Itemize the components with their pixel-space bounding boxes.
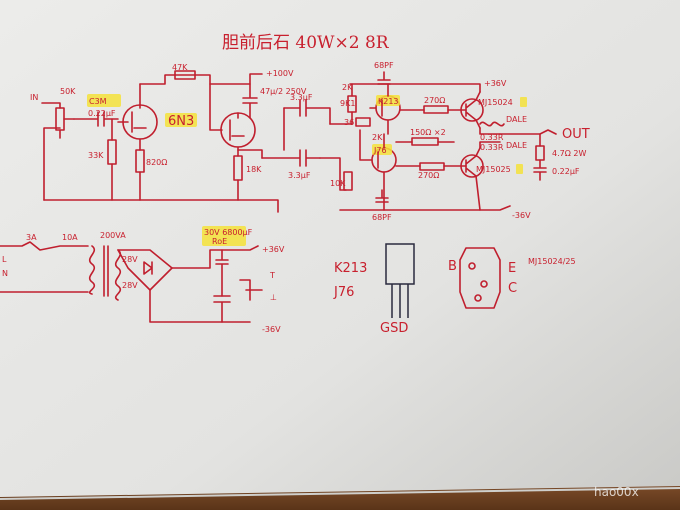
secondary-a: 28V [122, 255, 138, 264]
r-9k1-value: 9K1 [340, 99, 355, 108]
output-label: OUT [562, 127, 590, 142]
cathode-res2-value: 18K [246, 165, 262, 174]
pin-b: B [448, 259, 457, 274]
r-emitter-top-value: 0.33R [480, 133, 504, 142]
pinout-j76: J76 [333, 285, 354, 300]
j76-highlight [372, 144, 392, 155]
psu-cap-bot [213, 295, 231, 323]
output-coil [479, 121, 505, 127]
psu-note-highlight [202, 226, 246, 246]
filter-cap-value: 47μ/2 250V [260, 87, 307, 96]
grid-res-value: 33K [88, 151, 104, 160]
psu-neg-label: -36V [262, 325, 281, 334]
mains-n: N [2, 269, 8, 278]
to3-package [459, 247, 501, 309]
zobel-c-value: 0.22μF [552, 167, 580, 176]
r-10k [343, 171, 353, 191]
cap-brand-highlight [87, 94, 121, 107]
tube-type-highlight [165, 113, 197, 127]
coil-label-2: DALE [506, 141, 527, 150]
mosfet-n-label: K213 [378, 97, 399, 106]
mosfet-p-label: J76 [373, 146, 387, 155]
r-10k-value: 10K [330, 179, 346, 188]
cathode-res-value: 820Ω [146, 158, 167, 167]
plate-supply: +100V [266, 69, 294, 78]
r-emitter-bot-value: 0.33R [480, 143, 504, 152]
neg-rail [339, 205, 511, 211]
psu-cap-top [215, 249, 229, 297]
output-stage: 3.3μF 3.3μF +36V -36V 2K 9K1 36 2K 68PF … [261, 61, 590, 222]
trans-bot-label: MJ15025 [476, 165, 511, 174]
psu-tap-2: ⊥ [270, 293, 277, 302]
psu-tap-1: T [269, 271, 275, 280]
transformer-value: 200VA [100, 231, 126, 240]
cap-68pf-bot-value: 68PF [372, 213, 392, 222]
paper-edge [0, 487, 680, 500]
cap-brand: C3M [89, 97, 107, 106]
transformer-primary [88, 245, 96, 295]
input-cap-value: 0.22μF [88, 109, 116, 118]
pinout-section: K213 J76 GSD B E C MJ15024/25 [333, 243, 576, 336]
bjt-mj15025 [460, 154, 484, 178]
pos-rail [349, 83, 481, 93]
plate-resistor [174, 70, 196, 80]
pot-value: 50K [60, 87, 76, 96]
ground-rail [43, 199, 279, 213]
plate-res-value: 47K [172, 63, 188, 72]
schematic-title: 胆前后石 40W×2 8R [222, 33, 390, 53]
transformer-secondary [114, 249, 122, 301]
bjt-type-label: MJ15024/25 [528, 257, 576, 266]
watermark: hao00x [594, 485, 639, 499]
input-capacitor [73, 111, 119, 127]
coil-label: DALE [506, 115, 527, 124]
r-gate-bot-value: 270Ω [418, 171, 439, 180]
mains-l: L [2, 255, 7, 264]
trans-top-label: MJ15024 [478, 98, 513, 107]
switch-value: 10A [62, 233, 78, 242]
cap-68pf-top-value: 68PF [374, 61, 394, 70]
zobel-r-value: 4.7Ω 2W [552, 149, 586, 158]
power-supply: L N 3A 10A 200VA 28V 28V 30V 6800μF RoE … [0, 226, 285, 334]
secondary-b: 28V [122, 281, 138, 290]
bridge-rectifier [117, 249, 173, 291]
neg-rail-label: -36V [512, 211, 531, 220]
tube-type: 6N3 [168, 114, 194, 129]
input-label: IN [30, 93, 38, 102]
r-bias-value: 150Ω ×2 [410, 128, 446, 137]
trans-top-highlight [520, 97, 527, 107]
coupling-cap-1-value: 3.3μF [290, 93, 313, 102]
pos-rail-label: +36V [484, 79, 507, 88]
pin-c: C [508, 281, 517, 296]
psu-pos-label: +36V [262, 245, 285, 254]
coupling-cap-2-value: 3.3μF [288, 171, 311, 180]
psu-cap-note-2: RoE [212, 237, 227, 246]
r-gate-top-value: 270Ω [424, 96, 445, 105]
psu-cap-note: 30V 6800μF [204, 228, 253, 237]
r-2k-value: 2K [342, 83, 353, 92]
coupling-capacitor-1 [283, 99, 331, 125]
input-stage: IN 50K C3M 0.22μF 33K 820Ω 47K +100V 6N3… [30, 63, 307, 213]
r-2k-b-value: 2K [372, 133, 383, 142]
fuse-value: 3A [26, 233, 37, 242]
r-36-value: 36 [344, 118, 354, 127]
r-36 [355, 117, 371, 127]
wood-floor [0, 486, 680, 510]
pinout-k213: K213 [334, 261, 367, 276]
bjt-mj15024 [460, 98, 484, 122]
pinout-gsd: GSD [380, 321, 408, 336]
trans-bot-highlight [516, 164, 523, 174]
coupling-capacitor-2 [261, 149, 321, 167]
pin-e: E [508, 261, 516, 276]
